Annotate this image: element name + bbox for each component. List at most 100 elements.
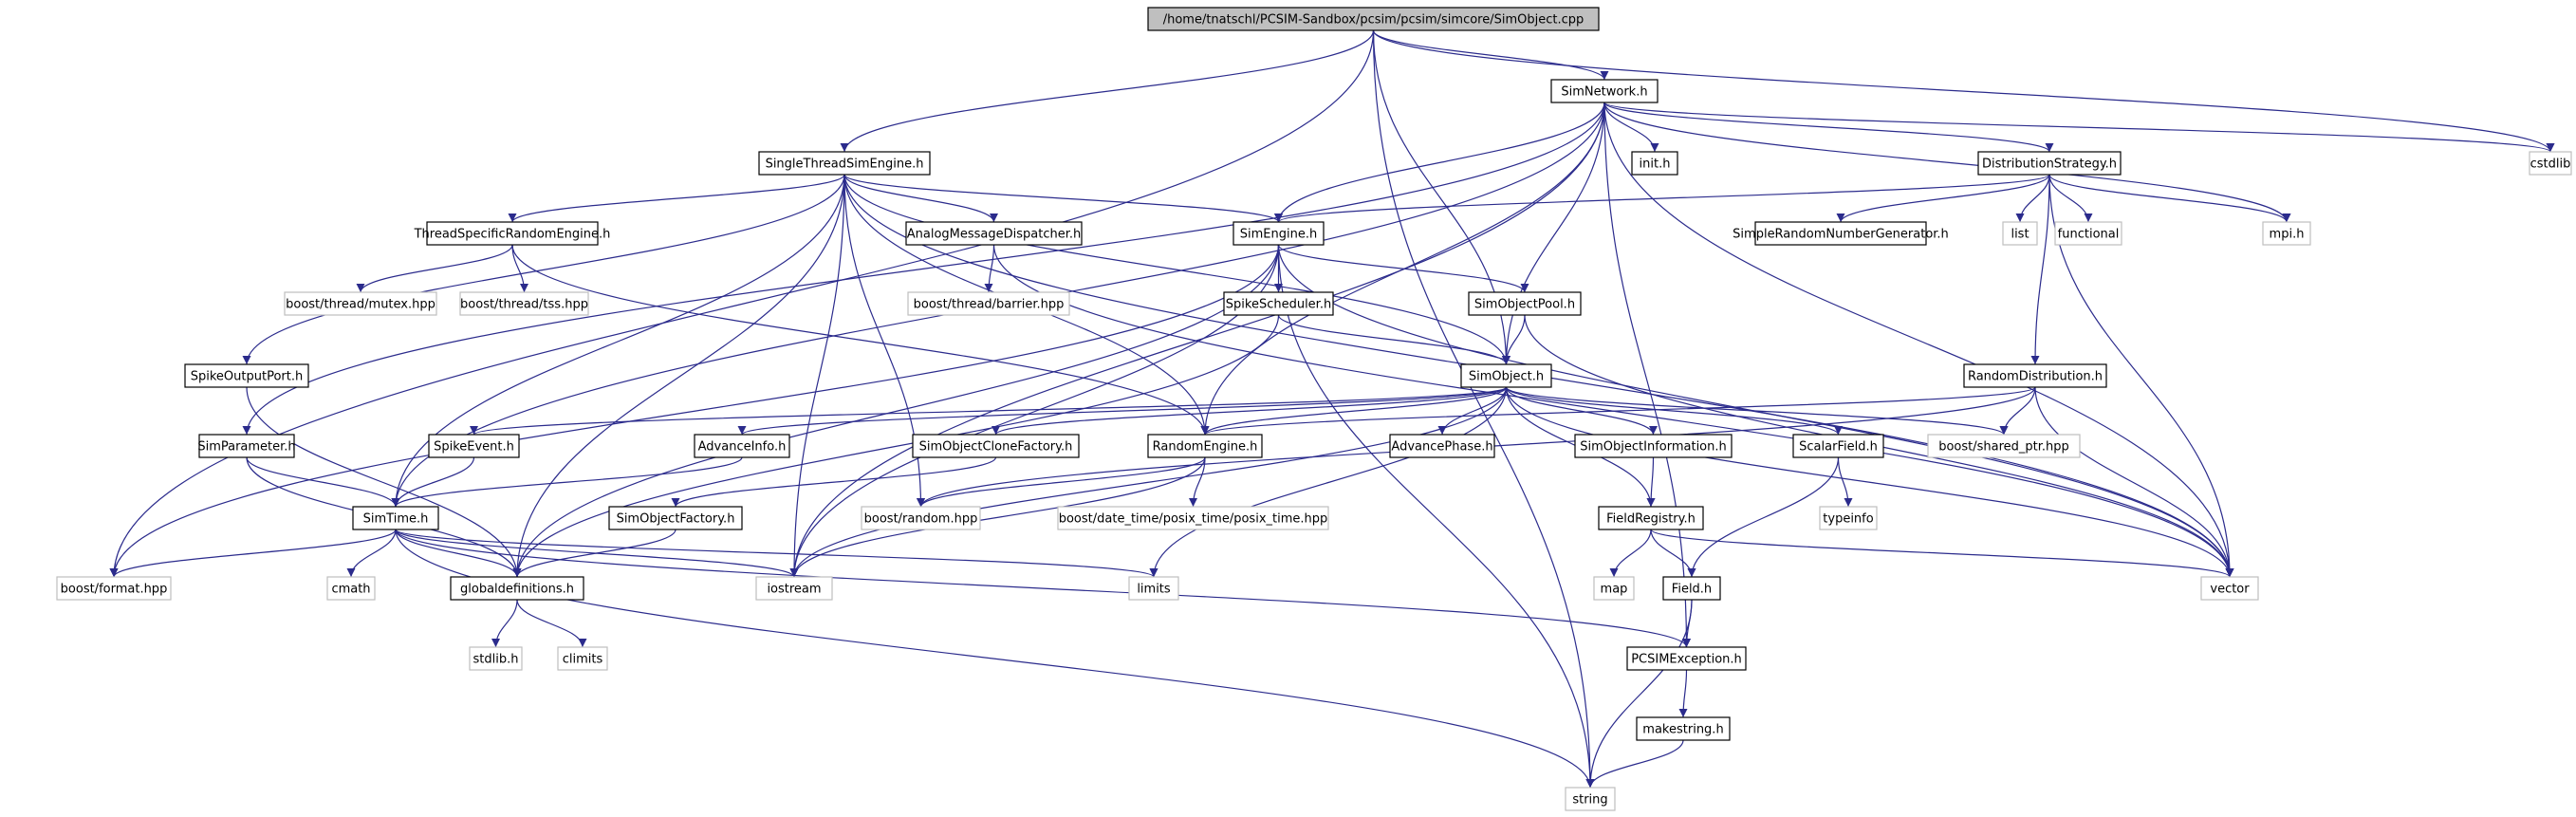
node-box bbox=[1574, 434, 1733, 458]
edge-simparam-to-simtime bbox=[246, 456, 400, 508]
edge-field-to-string bbox=[1585, 599, 1693, 789]
node-spikeevent[interactable]: SpikeEvent.h bbox=[428, 434, 520, 458]
node-box bbox=[912, 434, 1080, 458]
edge-spikesched-to-simobject bbox=[1277, 314, 1510, 365]
node-functional: functional bbox=[2054, 221, 2122, 246]
edge-simobject-to-spikeevent bbox=[470, 386, 1508, 436]
node-simengine[interactable]: SimEngine.h bbox=[1232, 221, 1325, 246]
node-pcsimexc[interactable]: PCSIMException.h bbox=[1626, 646, 1747, 671]
edges-layer bbox=[109, 29, 2555, 789]
node-field[interactable]: Field.h bbox=[1662, 576, 1721, 601]
node-label: boost/thread/mutex.hpp bbox=[286, 298, 436, 312]
node-advanceinfo[interactable]: AdvanceInfo.h bbox=[694, 434, 790, 458]
node-simobject[interactable]: SimObject.h bbox=[1460, 363, 1552, 388]
node-label: typeinfo bbox=[1823, 512, 1873, 527]
node-box bbox=[450, 576, 584, 601]
node-label: RandomEngine.h bbox=[1153, 440, 1258, 455]
edge-simobject-to-scalarfield bbox=[1505, 386, 1843, 436]
edge-singlethread-to-simengine bbox=[843, 174, 1283, 223]
node-diststrategy[interactable]: DistributionStrategy.h bbox=[1977, 151, 2122, 176]
node-fieldreg[interactable]: FieldRegistry.h bbox=[1598, 506, 1704, 530]
node-singlethread[interactable]: SingleThreadSimEngine.h bbox=[758, 151, 931, 176]
edge-singlethread-to-simtime bbox=[391, 174, 845, 508]
edge-simobject-to-iostream bbox=[789, 386, 1508, 578]
node-advancephase[interactable]: AdvancePhase.h bbox=[1389, 434, 1495, 458]
node-simobjclone[interactable]: SimObjectCloneFactory.h bbox=[912, 434, 1080, 458]
node-simobjfactory[interactable]: SimObjectFactory.h bbox=[608, 506, 743, 530]
node-box bbox=[1598, 506, 1704, 530]
edge-simtime-to-limits bbox=[395, 529, 1158, 578]
node-box bbox=[1963, 363, 2107, 388]
node-label: AdvanceInfo.h bbox=[698, 440, 787, 455]
edge-simnetwork-to-simengine bbox=[1274, 102, 1605, 223]
edge-simobject-to-randomengine bbox=[1200, 386, 1508, 436]
node-box bbox=[426, 221, 599, 246]
node-string: string bbox=[1565, 787, 1616, 811]
node-simobjinfo[interactable]: SimObjectInformation.h bbox=[1574, 434, 1733, 458]
node-box bbox=[1631, 151, 1678, 176]
node-label: globaldefinitions.h bbox=[460, 583, 574, 597]
node-label: cmath bbox=[331, 583, 370, 597]
node-makestring[interactable]: makestring.h bbox=[1636, 716, 1731, 741]
node-label: AdvancePhase.h bbox=[1391, 440, 1492, 455]
edge-spikeoutport-to-globaldefs bbox=[246, 386, 522, 578]
edge-simnetwork-to-simobject bbox=[1502, 102, 1605, 365]
edge-root-to-bformat bbox=[109, 29, 1375, 578]
node-root[interactable]: /home/tnatschl/PCSIM-Sandbox/pcsim/pcsim… bbox=[1147, 7, 1600, 31]
node-limits: limits bbox=[1128, 576, 1179, 601]
node-box bbox=[352, 506, 439, 530]
node-label: SimTime.h bbox=[363, 512, 429, 527]
edge-diststrategy-to-simplerng bbox=[1836, 174, 2050, 223]
node-analogmsg[interactable]: AnalogMessageDispatcher.h bbox=[905, 221, 1083, 246]
edge-simnetwork-to-init bbox=[1603, 102, 1659, 153]
edge-simobjpool-to-simobject bbox=[1502, 314, 1526, 365]
edge-advanceinfo-to-simtime bbox=[391, 456, 743, 508]
edge-singlethread-to-globaldefs bbox=[512, 174, 845, 578]
node-list: list bbox=[2002, 221, 2038, 246]
edge-diststrategy-to-simengine bbox=[1274, 174, 2050, 223]
node-randdist[interactable]: RandomDistribution.h bbox=[1963, 363, 2107, 388]
edge-simobject-to-simobjclone bbox=[991, 386, 1508, 436]
node-barrier: boost/thread/barrier.hpp bbox=[907, 291, 1070, 316]
node-simparam[interactable]: SimParameter.h bbox=[197, 434, 296, 458]
node-globaldefs[interactable]: globaldefinitions.h bbox=[450, 576, 584, 601]
node-box bbox=[1550, 79, 1659, 103]
node-threadrandom[interactable]: ThreadSpecificRandomEngine.h bbox=[414, 221, 611, 246]
node-box bbox=[1147, 7, 1600, 31]
node-label: climits bbox=[563, 653, 603, 667]
edge-randomengine-to-boostrandom bbox=[917, 456, 1206, 508]
node-box bbox=[326, 576, 376, 601]
node-label: SimObjectInformation.h bbox=[1580, 440, 1727, 455]
node-boostrandom: boost/random.hpp bbox=[861, 506, 981, 530]
node-box bbox=[905, 221, 1083, 246]
node-spikesched[interactable]: SpikeScheduler.h bbox=[1223, 291, 1334, 316]
edge-randomengine-to-iostream bbox=[789, 456, 1206, 578]
edge-simengine-to-simobjpool bbox=[1277, 244, 1529, 293]
node-vector: vector bbox=[2200, 576, 2259, 601]
node-simobjpool[interactable]: SimObjectPool.h bbox=[1468, 291, 1582, 316]
node-scalarfield[interactable]: ScalarField.h bbox=[1792, 434, 1884, 458]
edge-scalarfield-to-typeinfo bbox=[1837, 456, 1853, 508]
node-label: SimpleRandomNumberGenerator.h bbox=[1733, 228, 1949, 242]
node-typeinfo: typeinfo bbox=[1819, 506, 1878, 530]
edge-root-to-cstdlib bbox=[1372, 29, 2555, 153]
node-spikeoutport[interactable]: SpikeOutputPort.h bbox=[184, 363, 309, 388]
edge-simobject-to-advanceinfo bbox=[737, 386, 1508, 436]
node-simtime[interactable]: SimTime.h bbox=[352, 506, 439, 530]
node-simnetwork[interactable]: SimNetwork.h bbox=[1550, 79, 1659, 103]
node-climits: climits bbox=[557, 646, 608, 671]
edge-simobject-to-limits bbox=[1149, 386, 1508, 578]
node-label: boost/thread/tss.hpp bbox=[460, 298, 588, 312]
node-label: vector bbox=[2210, 583, 2250, 597]
edge-globaldefs-to-climits bbox=[516, 599, 587, 648]
node-randomengine[interactable]: RandomEngine.h bbox=[1147, 434, 1263, 458]
node-label: boost/date_time/posix_time/posix_time.hp… bbox=[1059, 512, 1328, 527]
node-label: stdlib.h bbox=[473, 653, 519, 667]
node-label: list bbox=[2011, 228, 2029, 242]
edge-makestring-to-string bbox=[1585, 739, 1684, 789]
node-box bbox=[1819, 506, 1878, 530]
node-simplerng[interactable]: SimpleRandomNumberGenerator.h bbox=[1733, 221, 1949, 246]
node-init[interactable]: init.h bbox=[1631, 151, 1678, 176]
node-box bbox=[1754, 221, 1927, 246]
node-posixtime: boost/date_time/posix_time/posix_time.hp… bbox=[1057, 506, 1329, 530]
